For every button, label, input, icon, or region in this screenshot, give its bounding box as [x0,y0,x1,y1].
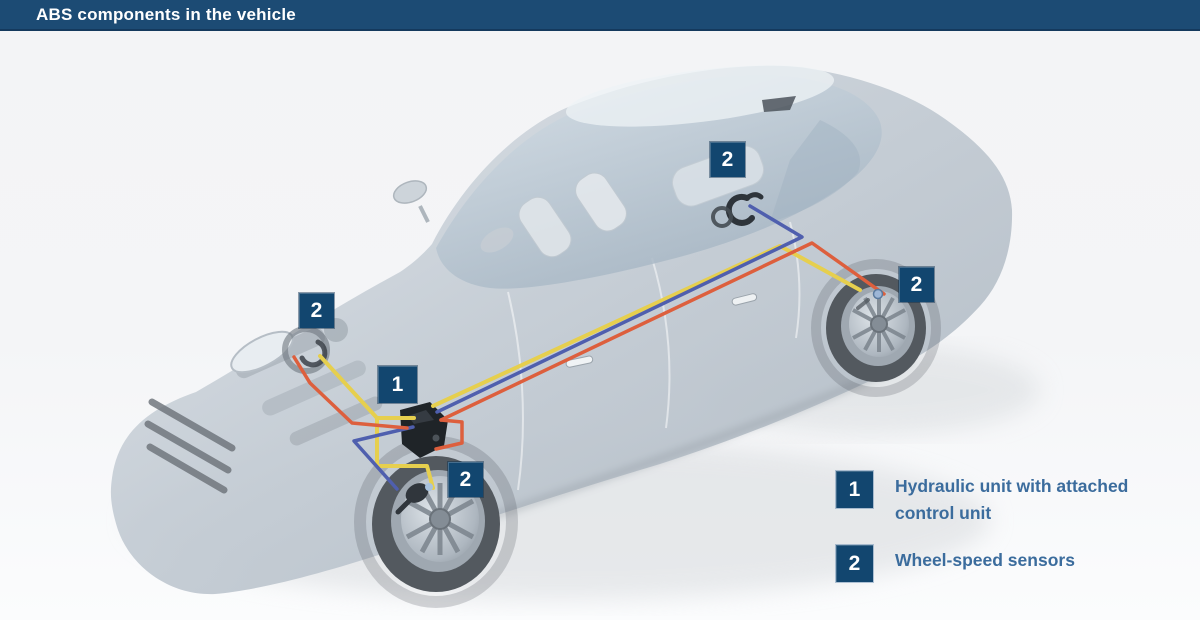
front-right-sensor [395,483,433,515]
roof-detail [762,96,796,112]
rear-left-sensor [711,192,764,228]
vehicle-illustration [110,65,1040,608]
side-mirror [392,180,430,223]
rear-wheel-arch [811,259,941,397]
grille [144,398,236,494]
page-title: ABS components in the vehicle [36,4,296,24]
marker-hydraulic-unit: 1 [378,366,417,403]
legend-item-hydraulic-unit: 1 Hydraulic unit with attached control u… [836,471,1131,527]
brake-line-blue [352,204,804,491]
rear-right-sensor [856,288,884,310]
title-bar: ABS components in the vehicle [0,0,1200,31]
marker-wheel-speed-sensor-front-left: 2 [299,293,334,328]
legend-marker-1: 1 [836,471,873,508]
cabin-glass [436,65,882,289]
marker-wheel-speed-sensor-rear-right: 2 [899,267,934,302]
legend-label-hydraulic-unit: Hydraulic unit with attached control uni… [895,476,1129,523]
diagram-stage: 2 2 2 1 2 1 Hydraulic unit with attached… [0,33,1200,620]
door-handle [731,293,758,306]
marker-wheel-speed-sensor-front-right: 2 [448,462,483,497]
legend-marker-2: 2 [836,545,873,582]
door-seams [507,221,801,491]
brake-lines [292,204,886,491]
legend-label-wheel-speed-sensors: Wheel-speed sensors [895,550,1075,570]
marker-wheel-speed-sensor-rear-left: 2 [710,142,745,177]
door-handle [565,355,594,368]
legend-item-wheel-speed-sensors: 2 Wheel-speed sensors [836,545,1131,582]
front-left-wheel-sensor [282,326,330,374]
brake-line-red [292,241,886,451]
